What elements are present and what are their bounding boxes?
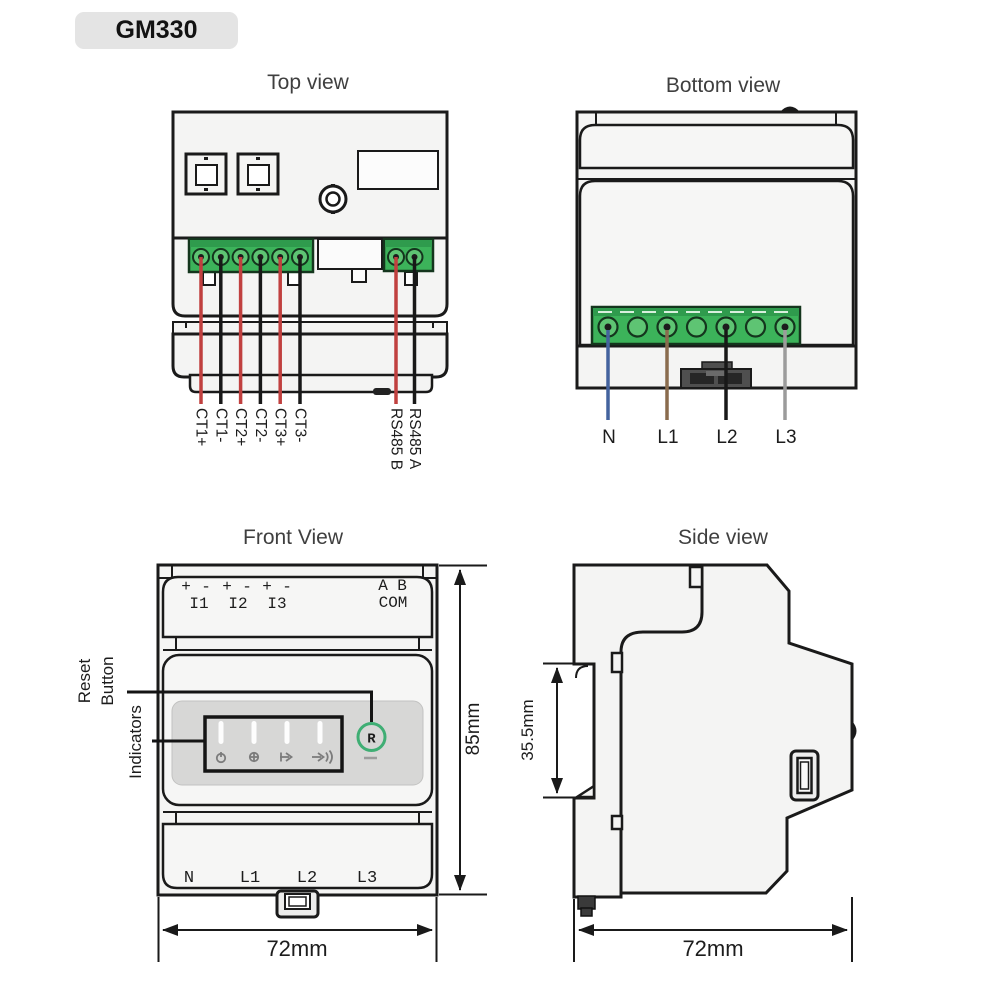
indicator-box (203, 715, 344, 773)
label-n: N (602, 427, 616, 448)
polarity-minus: - (282, 578, 292, 596)
label-l2: L2 (297, 869, 317, 888)
front-terminal-labels: N L1 L2 L3 (184, 869, 377, 888)
bottom-terminal-labels: N L1 L2 L3 (602, 427, 796, 448)
screw-hole (318, 184, 348, 214)
rs485-terminal-block (382, 237, 435, 273)
led-bar (251, 721, 257, 744)
usb-port (275, 889, 320, 919)
label-l2: L2 (716, 427, 737, 448)
polarity-minus: - (201, 578, 211, 596)
top-wire-labels: CT1+ CT1- CT2+ CT2- CT3+ CT3- RS485 B RS… (193, 408, 424, 470)
front-view-drawing: + - + - + - I1 I2 I3 A B COM (75, 563, 487, 962)
wire-label-ct2-minus: CT2- (252, 408, 269, 442)
callout-leaders (127, 690, 373, 743)
reset-callout-line1: Reset (75, 659, 94, 704)
height-dimension: 85mm (439, 564, 487, 896)
latch-notch (202, 271, 216, 286)
reset-button-glyph: R (367, 732, 376, 748)
seal-tab (780, 106, 800, 112)
wire-label-ct1-minus: CT1- (212, 408, 229, 442)
label-n: N (184, 869, 194, 888)
com-label: COM (379, 594, 408, 612)
top-tab (688, 565, 704, 589)
wire-label-ct1-plus: CT1+ (193, 408, 210, 446)
network-icon (248, 751, 260, 763)
bottom-view-body (575, 106, 858, 390)
din-slot-hook (572, 783, 596, 799)
callout-labels: Reset Button Indicators (75, 656, 145, 778)
label-l3: L3 (775, 427, 796, 448)
front-tab (610, 814, 624, 831)
indicators-callout: Indicators (126, 705, 145, 779)
front-tab (610, 651, 624, 674)
polarity-plus: + (262, 578, 272, 596)
height-dimension-label: 85mm (463, 703, 484, 756)
din-rail-clip (680, 361, 752, 389)
wire-label-ct3-plus: CT3+ (272, 408, 289, 446)
din-clip-pin (577, 895, 596, 917)
top-view-title: Top view (267, 71, 349, 94)
wire-label-ct2-plus: CT2+ (232, 408, 249, 446)
width-dimension: 72mm (157, 897, 438, 962)
din-slot-dimension-label: 35.5mm (518, 699, 537, 760)
latch-notch (287, 271, 301, 286)
polarity-plus: + (222, 578, 232, 596)
led-indicators (218, 721, 323, 744)
led-bar (284, 721, 290, 744)
front-view-title: Front View (243, 526, 343, 549)
led-bar (218, 721, 224, 744)
ct-wires (199, 257, 417, 404)
din-clip-top-tab (373, 388, 391, 395)
reset-button: R (356, 722, 387, 760)
wire-label-rs485-a: RS485 A (406, 408, 423, 470)
com-label-b: B (397, 577, 407, 595)
wire-label-rs485-b: RS485 B (388, 408, 405, 470)
com-label-a: A (378, 577, 388, 595)
product-model-badge: GM330 (75, 12, 238, 49)
mains-terminal-block (590, 305, 802, 346)
input-label-i2: I2 (228, 595, 247, 613)
led-icon-row (215, 749, 333, 765)
current-forward-icon (280, 752, 294, 762)
bottom-view-title: Bottom view (665, 74, 781, 97)
polarity-minus: - (242, 578, 252, 596)
led-bar (317, 721, 323, 744)
side-view-title: Side view (678, 526, 768, 549)
current-reverse-icon (312, 749, 333, 765)
ethernet-port-2 (236, 152, 280, 196)
reset-callout-line2: Button (98, 656, 117, 705)
width-dimension-label: 72mm (266, 936, 327, 961)
label-l1: L1 (240, 869, 260, 888)
latch-notch (351, 268, 367, 283)
ct-terminal-block (187, 237, 315, 274)
polarity-plus: + (181, 578, 191, 596)
power-icon (215, 752, 227, 764)
depth-dimension-label: 72mm (682, 936, 743, 961)
display-panel (171, 700, 424, 786)
label-l1: L1 (657, 427, 678, 448)
input-label-i1: I1 (189, 595, 208, 613)
top-view-drawing: CT1+ CT1- CT2+ CT2- CT3+ CT3- RS485 B RS… (171, 110, 449, 470)
label-l3: L3 (357, 869, 377, 888)
front-panel-markings: + - + - + - I1 I2 I3 A B COM (181, 577, 407, 613)
mains-wires (606, 330, 787, 420)
bottom-view-drawing: N L1 L2 L3 (575, 106, 858, 448)
din-slot-dimension: 35.5mm (518, 662, 575, 799)
side-view-drawing: 35.5mm 72mm (518, 563, 857, 962)
ethernet-port-1 (184, 152, 228, 196)
side-view-body (572, 563, 857, 917)
seal-tab (852, 721, 857, 741)
usb-port-side (789, 749, 820, 802)
depth-dimension: 72mm (573, 897, 853, 962)
din-slot-fillet (575, 665, 589, 679)
input-label-i3: I3 (267, 595, 286, 613)
label-window (357, 150, 439, 190)
terminal-gap (317, 238, 383, 270)
wire-label-ct3-minus: CT3- (292, 408, 309, 442)
